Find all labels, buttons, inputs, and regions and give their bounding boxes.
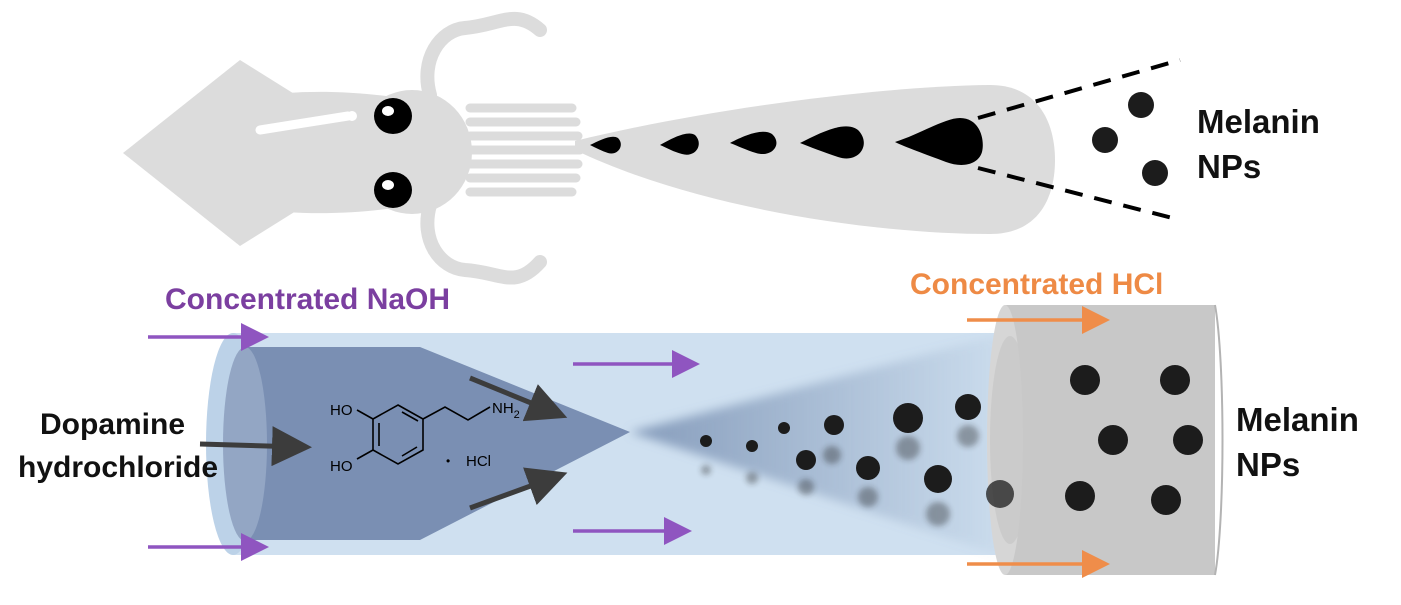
top-melanin-label-line2: NPs	[1197, 148, 1261, 185]
top-nanoparticles	[1092, 92, 1168, 186]
bottom-melanin-label-line1: Melanin	[1236, 401, 1359, 438]
nanoparticle	[1160, 365, 1190, 395]
diverging-cone	[630, 335, 1000, 555]
hydroxyl-label-bottom: HO	[330, 458, 353, 475]
salt-label: HCl	[466, 453, 491, 470]
nanoparticle	[1092, 127, 1118, 153]
nanoparticle	[1128, 92, 1154, 118]
injection-arrows	[199, 375, 568, 511]
nanoparticle	[924, 465, 952, 493]
nanoparticle	[955, 394, 981, 420]
nanoparticle	[778, 422, 790, 434]
nanoparticle	[856, 456, 880, 480]
nanoparticle	[796, 450, 816, 470]
hydroxyl-label-top: HO	[330, 402, 353, 419]
nanoparticle	[893, 403, 923, 433]
salt-dot: •	[446, 454, 450, 468]
flow-arrows	[148, 306, 1110, 578]
nanoparticle	[1151, 485, 1181, 515]
forming-nanoparticles	[700, 394, 1014, 526]
nanoparticle	[1098, 425, 1128, 455]
nanoparticle	[1142, 160, 1168, 186]
amine-label: NH2	[492, 400, 520, 421]
nanoparticle	[700, 435, 712, 447]
nanoparticle	[824, 415, 844, 435]
nanoparticle	[1065, 481, 1095, 511]
dopamine-label-line2: hydrochloride	[18, 451, 218, 484]
nanoparticle	[1173, 425, 1203, 455]
dopamine-label-line1: Dopamine	[40, 408, 185, 441]
ink-plume	[575, 85, 1055, 234]
hcl-label: Concentrated HCl	[910, 268, 1163, 301]
dopamine-structure-icon	[356, 404, 491, 465]
top-melanin-label-line1: Melanin	[1197, 103, 1320, 140]
nanoparticle	[1070, 365, 1100, 395]
bottom-melanin-label-line2: NPs	[1236, 446, 1300, 483]
zoom-lines	[977, 58, 1181, 222]
nanoparticle	[746, 440, 758, 452]
nanoparticle	[986, 480, 1014, 508]
squid-icon	[123, 11, 585, 285]
naoh-label: Concentrated NaOH	[165, 283, 450, 316]
product-nanoparticles	[1065, 365, 1203, 515]
